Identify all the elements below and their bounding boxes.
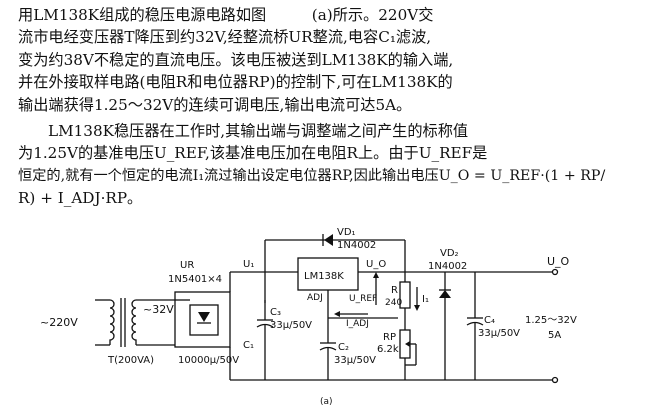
bridge-part: 1N5401×4 (168, 274, 222, 285)
text-line: 并在外接取样电路(电阻R和电位器RP)的控制下,可在LM138K的 (18, 73, 453, 92)
capacitor-c4 (465, 271, 555, 380)
diode-vd1 (320, 234, 406, 272)
text-line: LM138K稳压器在工作时,其输出端与调整端之间产生的标称值 (48, 122, 469, 140)
c1-value: 10000μ/50V (178, 355, 239, 366)
capacitor-c1 (256, 272, 274, 380)
c2-label: C₂ (338, 342, 349, 353)
bridge-rectifier (174, 272, 231, 380)
output-label: U_O (547, 255, 570, 268)
capacitor-c2 (319, 318, 337, 380)
potentiometer-rp (399, 318, 417, 380)
text-line: 用LM138K组成的稳压电源电路如图 (a)所示。220V交 (18, 6, 434, 24)
text-line: 为1.25V的基准电压U_REF,该基准电压加在电阻R上。由于U_REF是 (18, 144, 488, 163)
c3-label: C₃ (270, 307, 281, 318)
transformer-label: T(200VA) (107, 355, 154, 366)
text-line: 变为约38V不稳定的直流电压。该电压被送到LM138K的输入端, (18, 50, 454, 69)
uref-label: U_REF (349, 294, 377, 304)
c2-value: 33μ/50V (334, 355, 376, 366)
i1-label: I₁ (422, 294, 429, 305)
figure-caption: (a) (320, 397, 333, 407)
c3-value: 33μ/50V (270, 320, 312, 331)
iadj-label: I_ADJ (346, 319, 369, 329)
secondary-voltage-label: ~32V (143, 303, 174, 316)
uo-pin-label: U_O (366, 259, 386, 270)
output-range: 1.25～32V (525, 315, 577, 326)
paragraph-intro: 用LM138K组成的稳压电源电路如图 (a)所示。220V交 流市电经变压器T降… (18, 4, 663, 116)
rp-value: 6.2k (377, 344, 399, 355)
paragraph-explanation: LM138K稳压器在工作时,其输出端与调整端之间产生的标称值 为1.25V的基准… (18, 120, 663, 210)
diode-vd2 (439, 272, 451, 380)
text-line: R) + I_ADJ·RP。 (18, 189, 143, 208)
vd1-part: 1N4002 (337, 240, 376, 251)
vd2-label: VD₂ (440, 248, 459, 259)
r-label: R (391, 285, 398, 296)
u1-label: U₁ (243, 259, 254, 270)
c4-value: 33μ/50V (478, 328, 520, 339)
bridge-label: UR (180, 260, 194, 271)
c4-label: C₄ (484, 315, 495, 326)
c1-label: C₁ (243, 340, 254, 351)
rp-label: RP (383, 332, 396, 343)
regulator-lm138k (297, 257, 465, 318)
regulator-label: LM138K (304, 271, 344, 282)
adj-label: ADJ (307, 293, 323, 303)
text-line: 流市电经变压器T降压到约32V,经整流桥UR整流,电容C₁滤波, (18, 28, 432, 47)
resistor-r (399, 272, 411, 318)
vd1-label: VD₁ (337, 227, 356, 238)
output-current: 5A (548, 330, 561, 341)
text-line: 输出端获得1.25～32V的连续可调电压,输出电流可达5A。 (18, 95, 412, 114)
text-line: 恒定的,就有一个恒定的电流I₁流过输出设定电位器RP,因此输出电压U_O = U… (18, 167, 606, 184)
vd2-part: 1N4002 (428, 261, 467, 272)
r-value: 240 (385, 298, 402, 308)
transformer (95, 298, 175, 347)
ac-input-label: ~220V (40, 316, 78, 329)
